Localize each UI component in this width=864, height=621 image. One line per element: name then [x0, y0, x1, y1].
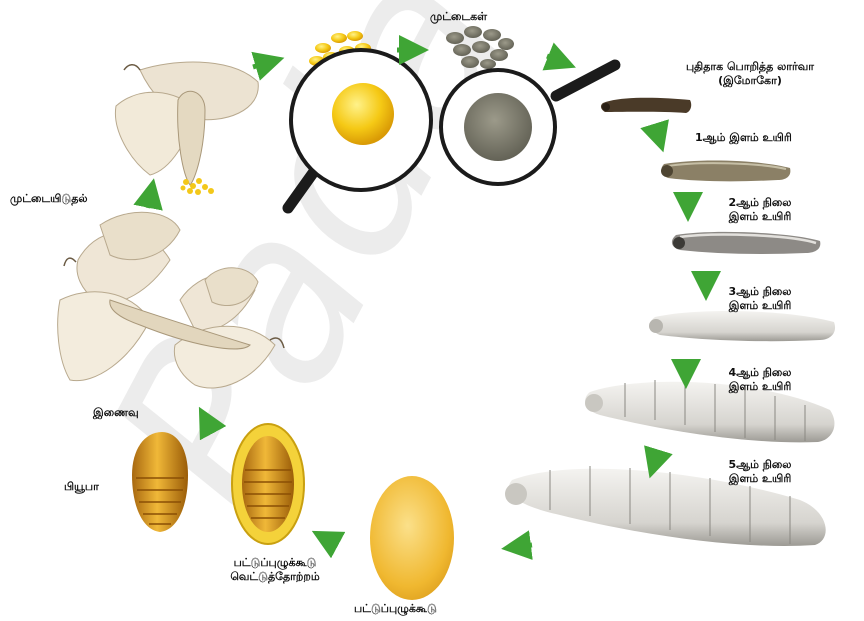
magnifier-grey-egg [441, 65, 615, 184]
arrow-egglaying-up [148, 193, 151, 208]
label-instar2: 2ஆம் நிலை இளம் உயிரி [718, 196, 802, 224]
label-eggs: முட்டைகள் [430, 10, 487, 24]
newly-hatched-larva [601, 98, 691, 113]
label-new-larva-line2: (இமோகோ) [640, 74, 860, 88]
label-cut-cocoon: பட்டுப்புழுக்கூடு வெட்டுத்தோற்றம் [200, 556, 350, 584]
label-pupa: பியூபா [64, 480, 99, 494]
label-instar3: 3ஆம் நிலை இளம் உயிரி [718, 285, 802, 313]
larva-instar-2 [672, 232, 820, 254]
label-mating: இணைவு [93, 406, 139, 420]
label-cut-cocoon-line1: பட்டுப்புழுக்கூடு [200, 556, 350, 570]
arrow-cocoon-to-cut-cocoon [325, 538, 338, 545]
label-instar4-line2: இளம் உயிரி [718, 380, 802, 394]
pupa-image [132, 432, 188, 532]
arrow-instar5-to-cocoon [516, 545, 532, 547]
label-egg-laying: முட்டையிடுதல் [10, 192, 88, 206]
label-new-larva-line1: புதிதாக பொறித்த லார்வா [640, 60, 860, 74]
label-instar2-line1: 2ஆம் நிலை [718, 196, 802, 210]
label-new-larva: புதிதாக பொறித்த லார்வா (இமோகோ) [640, 60, 860, 88]
arrow-instar4-to-instar5 [654, 451, 658, 464]
larva-instar-3 [649, 311, 835, 341]
label-instar5: 5ஆம் நிலை இளம் உயிரி [718, 458, 802, 486]
label-cut-cocoon-line2: வெட்டுத்தோற்றம் [200, 570, 350, 584]
label-cocoon: பட்டுப்புழுக்கூடு [354, 602, 437, 616]
label-instar2-line2: இளம் உயிரி [718, 210, 802, 224]
larva-instar-1 [661, 161, 790, 182]
cocoon-image [370, 476, 454, 600]
label-instar4: 4ஆம் நிலை இளம் உயிரி [718, 366, 802, 394]
arrow-larva-to-instar1 [655, 125, 659, 138]
label-instar3-line1: 3ஆம் நிலை [718, 285, 802, 299]
label-instar5-line1: 5ஆம் நிலை [718, 458, 802, 472]
label-instar5-line2: இளம் உயிரி [718, 472, 802, 486]
label-instar1: 1ஆம் இளம் உயிரி [695, 131, 792, 145]
label-instar3-line2: இளம் உயிரி [718, 299, 802, 313]
cut-cocoon-image [232, 424, 304, 544]
label-instar4-line1: 4ஆம் நிலை [718, 366, 802, 380]
